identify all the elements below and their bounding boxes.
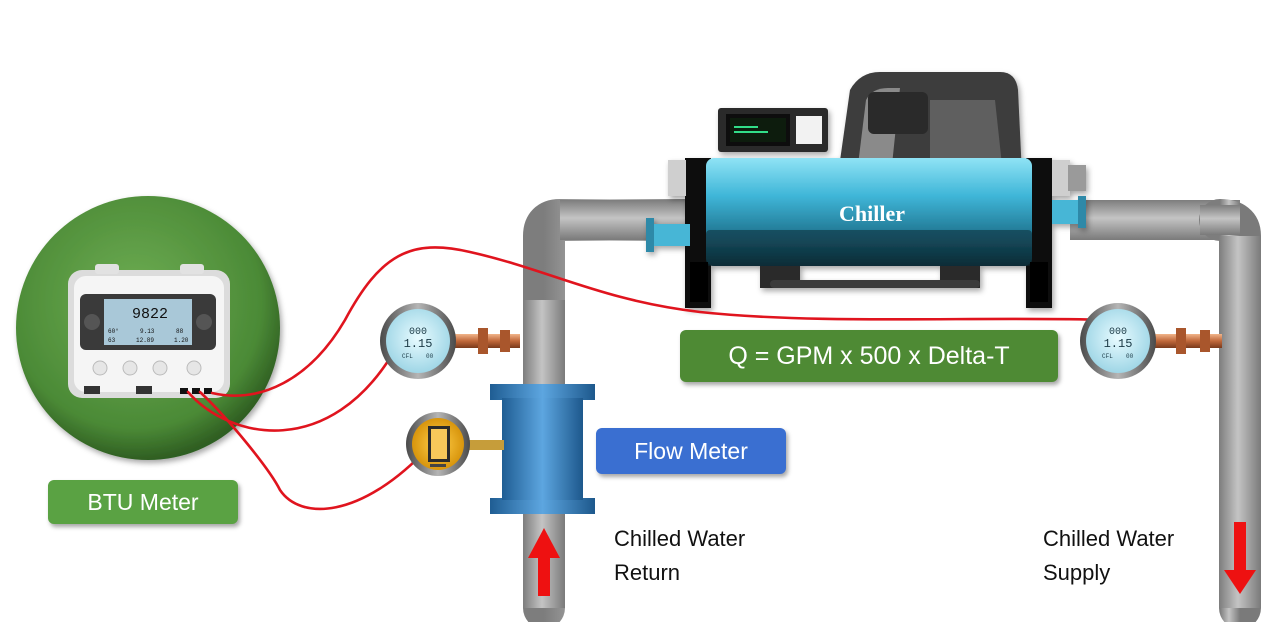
return-gauge-mid: 1.15 (404, 337, 433, 351)
flow-meter-label-text: Flow Meter (634, 437, 748, 464)
btu-row2-right: 1.20 (174, 337, 189, 344)
supply-gauge-mid: 1.15 (1104, 337, 1133, 351)
return-label: Chilled Water Return (614, 522, 745, 590)
btu-row2-mid: 12.89 (136, 337, 154, 344)
supply-label-line2: Supply (1043, 560, 1111, 585)
formula-box: Q = GPM x 500 x Delta-T (680, 330, 1058, 382)
btu-main-reading: 9822 (132, 306, 168, 323)
supply-temp-sensor: 000 1.15 CFL 00 (1080, 303, 1222, 379)
flow-meter-label: Flow Meter (596, 428, 786, 474)
return-label-line1: Chilled Water (614, 526, 746, 551)
btu-button-2[interactable] (122, 360, 138, 376)
supply-gauge-left: CFL (1102, 353, 1113, 360)
supply-gauge-top: 000 (1109, 327, 1127, 338)
btu-meter-label: BTU Meter (48, 480, 238, 524)
return-gauge-right: 00 (426, 353, 434, 360)
btu-row1-left: 60° (108, 328, 119, 335)
return-temp-sensor: 000 1.15 CFL 00 (380, 303, 520, 379)
btu-row2-left: 63 (108, 337, 116, 344)
supply-label-line1: Chilled Water (1043, 526, 1175, 551)
return-label-line2: Return (614, 560, 681, 585)
flow-meter-device (406, 384, 595, 514)
return-gauge-left: CFL (402, 353, 413, 360)
btu-meter-device: 9822 60° 9.13 88 63 12.89 1.20 (16, 196, 280, 460)
btu-row1-mid: 9.13 (140, 328, 155, 335)
btu-button-3[interactable] (152, 360, 168, 376)
btu-button-4[interactable] (186, 360, 202, 376)
return-gauge-top: 000 (409, 327, 427, 338)
btu-row1-right: 88 (176, 328, 184, 335)
chiller-label: Chiller (839, 201, 905, 226)
formula-text: Q = GPM x 500 x Delta-T (728, 341, 1010, 370)
supply-label: Chilled Water Supply (1043, 522, 1174, 590)
return-flow-arrow (528, 528, 560, 596)
signal-wires (186, 246, 1110, 511)
supply-flow-arrow (1224, 522, 1256, 594)
chiller-unit: Chiller (646, 72, 1086, 308)
btu-button-1[interactable] (92, 360, 108, 376)
btu-meter-label-text: BTU Meter (87, 488, 199, 515)
supply-gauge-right: 00 (1126, 353, 1134, 360)
